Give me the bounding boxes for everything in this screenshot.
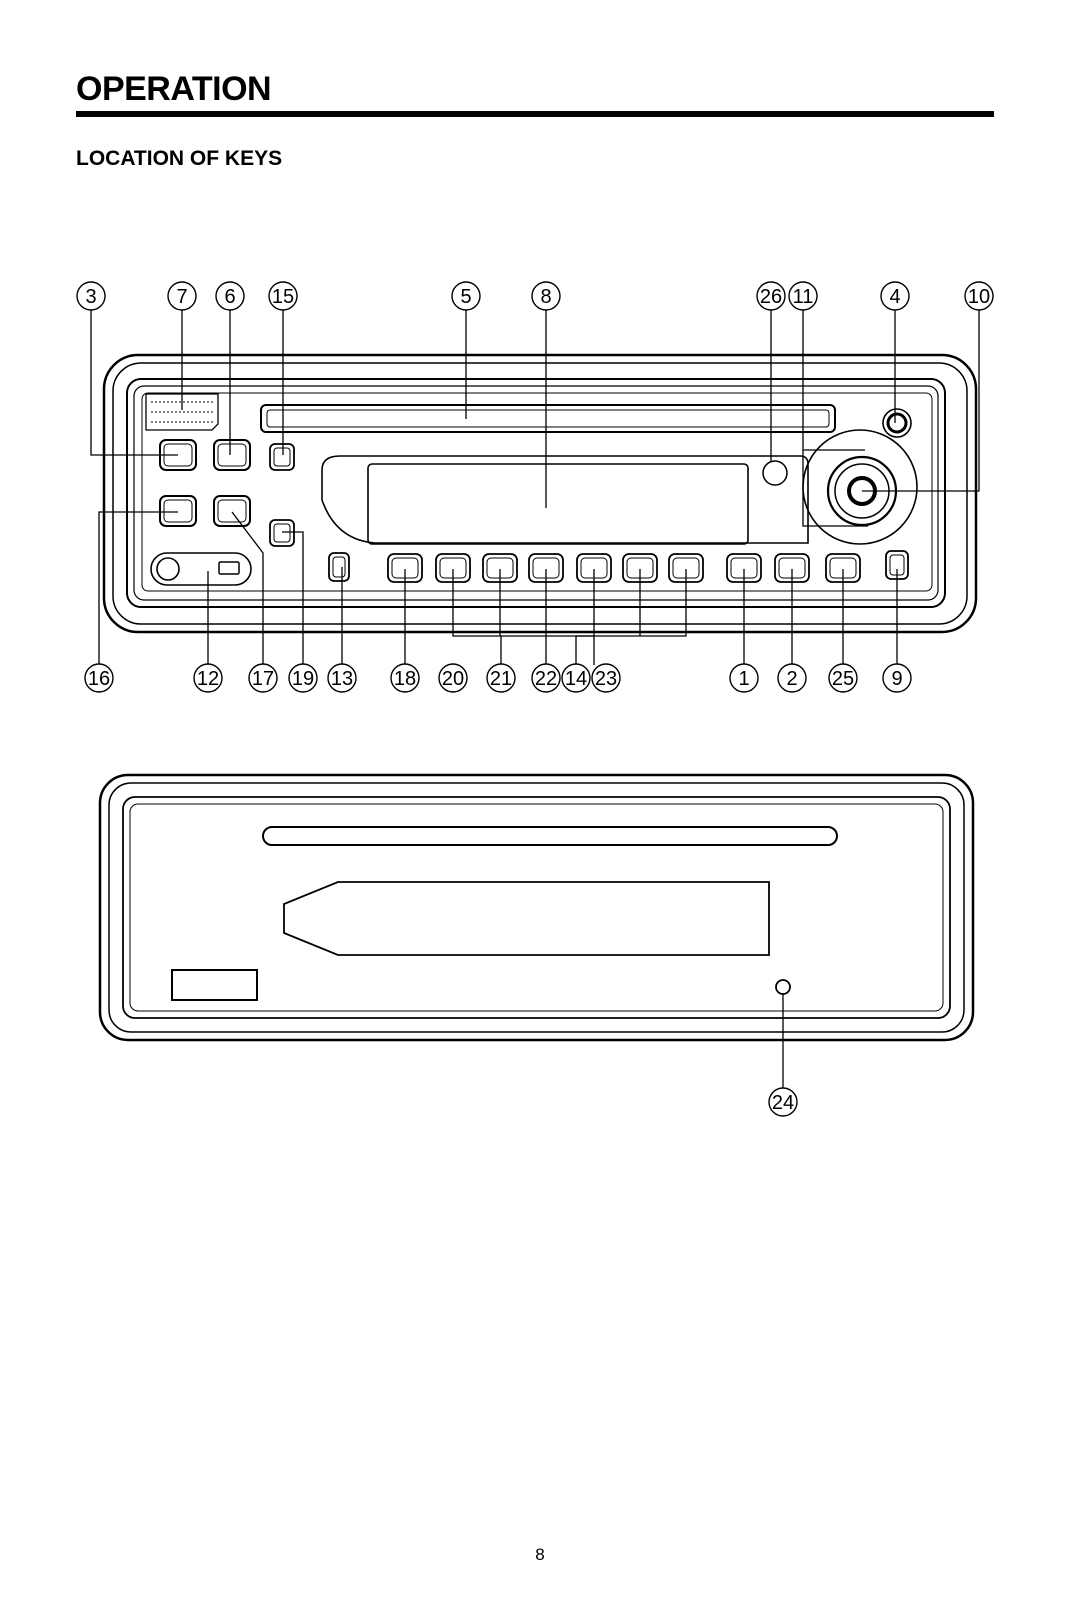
disc-slot xyxy=(260,404,836,433)
callout-number: 8 xyxy=(540,286,551,308)
release-button xyxy=(882,408,912,438)
callout-circle xyxy=(193,663,223,693)
head-unit-diagram xyxy=(90,302,980,665)
callout-circle xyxy=(756,281,786,311)
callout-circle xyxy=(215,281,245,311)
callout-circle xyxy=(327,663,357,693)
callout-circle xyxy=(390,663,420,693)
faceplate-slot xyxy=(262,826,838,846)
callout-number: 9 xyxy=(891,668,902,690)
title-rule xyxy=(76,111,994,117)
callout-number: 13 xyxy=(331,668,353,690)
callout-number: 21 xyxy=(490,668,512,690)
callout-circle xyxy=(288,663,318,693)
callout-circle xyxy=(76,281,106,311)
leader-lines-top xyxy=(90,302,980,527)
callout-circle xyxy=(248,663,278,693)
callout-circle xyxy=(561,663,591,693)
callout-circle xyxy=(828,663,858,693)
callout-number: 12 xyxy=(197,668,219,690)
ir-sensor xyxy=(762,460,788,486)
faceplate-label-box xyxy=(171,969,258,1001)
callout-number: 17 xyxy=(252,668,274,690)
callout-number: 1 xyxy=(738,668,749,690)
preset-buttons xyxy=(387,553,861,583)
callout-circle xyxy=(531,281,561,311)
page-title: OPERATION xyxy=(76,70,272,108)
callout-circle xyxy=(964,281,994,311)
callout-number: 26 xyxy=(760,286,782,308)
callout-number: 23 xyxy=(595,668,617,690)
callout-number: 2 xyxy=(786,668,797,690)
callout-circle xyxy=(880,281,910,311)
callout-circle xyxy=(438,663,468,693)
connector-grid xyxy=(145,393,219,431)
faceplate-diagram xyxy=(98,773,975,1090)
callout-number: 18 xyxy=(394,668,416,690)
callout-number: 25 xyxy=(832,668,854,690)
callout-circle xyxy=(882,663,912,693)
callout-circle xyxy=(591,663,621,693)
callout-number: 3 xyxy=(85,286,96,308)
callout-number: 6 xyxy=(224,286,235,308)
callout-circle xyxy=(768,1087,798,1117)
callout-number: 16 xyxy=(88,668,110,690)
callout-number: 22 xyxy=(535,668,557,690)
callout-circle xyxy=(788,281,818,311)
callout-circle xyxy=(486,663,516,693)
callout-circle xyxy=(451,281,481,311)
callout-circle xyxy=(777,663,807,693)
display-window xyxy=(321,455,809,545)
faceplate-indicator xyxy=(775,979,791,995)
callout-number: 15 xyxy=(272,286,294,308)
leader-lines-bottom xyxy=(98,511,898,665)
callout-circle xyxy=(84,663,114,693)
callout-number: 11 xyxy=(793,286,814,308)
callout-number: 24 xyxy=(772,1092,794,1114)
section-heading: LOCATION OF KEYS xyxy=(76,147,283,170)
callout-number: 14 xyxy=(565,668,587,690)
callout-number: 10 xyxy=(968,286,990,308)
callout-number: 19 xyxy=(292,668,314,690)
page-number: 8 xyxy=(535,1545,545,1564)
callout-number: 5 xyxy=(460,286,471,308)
callout-number: 7 xyxy=(176,286,187,308)
bottom-button-row xyxy=(328,550,909,582)
callout-circle xyxy=(268,281,298,311)
faceplate-window xyxy=(283,881,770,956)
callout-number: 20 xyxy=(442,668,464,690)
volume-knob xyxy=(802,429,918,545)
callout-circle xyxy=(531,663,561,693)
callout-circle xyxy=(167,281,197,311)
callout-number: 4 xyxy=(889,286,900,308)
callout-circle xyxy=(729,663,759,693)
